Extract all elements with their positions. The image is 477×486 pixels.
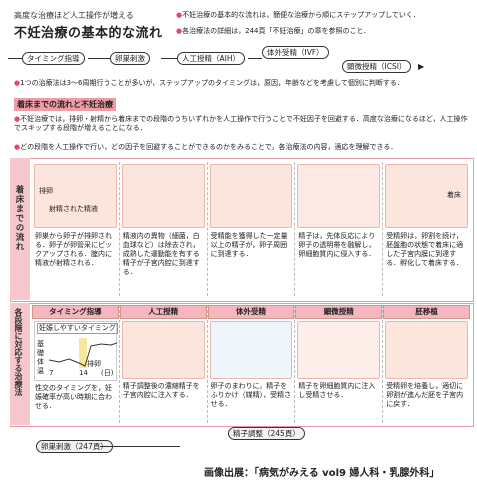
uterus-illustration: 着床 (385, 164, 468, 228)
bbt-line-chart (49, 338, 117, 368)
stage-5: 着床 受精卵は，卵割を続け，胚盤胞の状態で着床に適した子宮内膜に到達する．孵化し… (383, 162, 470, 296)
section-bullet-1: ●不妊治療では，排卵・射精から着床までの段階のうちいずれかを人工操作で行うことで… (14, 115, 468, 132)
treatment-timing: タイミング指導 妊娠しやすいタイミング 基礎体温 排卵 7 14 (日) 性交の… (32, 305, 120, 423)
step-line (8, 58, 22, 59)
section-bullet-2: ●どの段階を人工操作で行い，どの因子を回避することができるのかをみることで，各治… (14, 143, 398, 151)
stage-text: 卵巣から卵子が排卵される．卵子が卵管采にピックアップされる．腟内に精液が射精され… (35, 232, 112, 267)
stage-text: 受精卵は，卵割を続け，胚盤胞の状態で着床に適した子宮内膜に到達する．孵化して着床… (386, 232, 464, 267)
step-line (161, 58, 177, 59)
treatment-side-label: 各段階に対応する治療法 (14, 308, 23, 396)
treatment-text: 精子を卵細胞質内に注入し受精させる． (298, 382, 376, 399)
syringe-illustration (121, 321, 205, 379)
tag-sperm-prep: 精子調整（245頁） (228, 427, 305, 440)
treatment-name: 胚移植 (383, 305, 470, 319)
section-title: 着床までの流れと不妊治療 (14, 98, 116, 111)
step-icsi: 顕微授精（ICSI） (342, 60, 412, 73)
small-title: 高度な治療ほど人工操作が増える (14, 11, 134, 20)
treatment-text: 性交のタイミングを，妊娠確率が高い時期に合わせる． (35, 384, 112, 410)
uterus-illustration: 排卵 射精された精液 (34, 164, 117, 228)
stage-3: 受精能を獲得した一定量以上の精子が，卵子周囲に到達する． (208, 162, 296, 296)
treatment-aih: 人工授精 精子調整後の濃縮精子を子宮内腔に注入する． (119, 305, 208, 423)
treatment-name: タイミング指導 (32, 305, 119, 319)
source-caption: 画像出展：「病気がみえる vol9 婦人科・乳腺外科」 (204, 468, 440, 479)
uterus-illustration (121, 164, 205, 228)
stage-row: 排卵 射精された精液 卵巣から卵子が排卵される．卵子が卵管采にピックアップされる… (32, 162, 470, 296)
treatment-text: 受精卵を培養し，適切に卵割が進んだ胚を子宮内に戻す． (386, 382, 464, 408)
step-aih: 人工授精（AIH） (177, 52, 245, 65)
treatment-text: 精子調整後の濃縮精子を子宮内腔に注入する． (122, 382, 200, 399)
treatment-name: 人工授精 (119, 305, 207, 319)
treatment-row: タイミング指導 妊娠しやすいタイミング 基礎体温 排卵 7 14 (日) 性交の… (32, 305, 470, 423)
stage-1: 排卵 射精された精液 卵巣から卵子が排卵される．卵子が卵管采にピックアップされる… (32, 162, 120, 296)
flow-side-label: 着床までの流れ (14, 185, 24, 252)
stage-text: 精子は，先体反応により卵子の透明帯を融解し，卵細胞質内に侵入する． (298, 232, 376, 258)
uterus-illustration (385, 321, 468, 379)
treatment-icsi: 顕微授精 精子を卵細胞質内に注入し受精させる． (295, 305, 384, 423)
arrow-right-icon: ▶ (418, 62, 425, 71)
step-timing: タイミング指導 (22, 52, 85, 65)
petri-dish-illustration (209, 321, 293, 379)
stage-text: 受精能を獲得した一定量以上の精子が，卵子周囲に到達する． (210, 232, 288, 258)
stage-2: 精液内の異物（細菌，白血球など）は除去され，成熟した運動能を有する精子が子宮内腔… (120, 162, 208, 296)
step-line (248, 58, 262, 59)
intro-text: ●1つの治療法は3〜6周期行うことが多いが，ステップアップのタイミングは，原因，… (14, 79, 404, 87)
uterus-illustration (209, 164, 293, 228)
step-ivf: 体外受精（IVF） (262, 46, 329, 59)
header-note-2: ●各治療法の詳細は，244頁「不妊治療」の章を参照のこと． (176, 27, 371, 35)
treatment-et: 胚移植 受精卵を培養し，適切に卵割が進んだ胚を子宮内に戻す． (383, 305, 470, 423)
treatment-ivf: 体外受精 卵子のまわりに，精子をふりかけ（媒精），受精させる． (207, 305, 296, 423)
flow-side-band (10, 158, 30, 300)
stage-4: 精子は，先体反応により卵子の透明帯を融解し，卵細胞質内に侵入する． (295, 162, 384, 296)
stage-text: 精液内の異物（細菌，白血球など）は除去され，成熟した運動能を有する精子が子宮内腔… (122, 232, 200, 276)
oocyte-injection-illustration (297, 321, 381, 379)
header-note-1: ●不妊治療の基本的な流れは，簡便な治療から順にステップアップしていく． (176, 11, 420, 19)
treatment-text: 卵子のまわりに，精子をふりかけ（媒精），受精させる． (210, 382, 292, 408)
page-title: 不妊治療の基本的な流れ (14, 26, 163, 41)
oocyte-illustration (297, 164, 381, 228)
tag-line (100, 446, 180, 447)
bbt-chart: 妊娠しやすいタイミング 基礎体温 排卵 7 14 (日) (34, 321, 118, 381)
step-ovarian-stim: 卵巣刺激 (110, 52, 150, 65)
treatment-name: 顕微授精 (295, 305, 383, 319)
treatment-name: 体外受精 (207, 305, 295, 319)
step-line (88, 58, 110, 59)
treatment-side-band (10, 303, 30, 425)
